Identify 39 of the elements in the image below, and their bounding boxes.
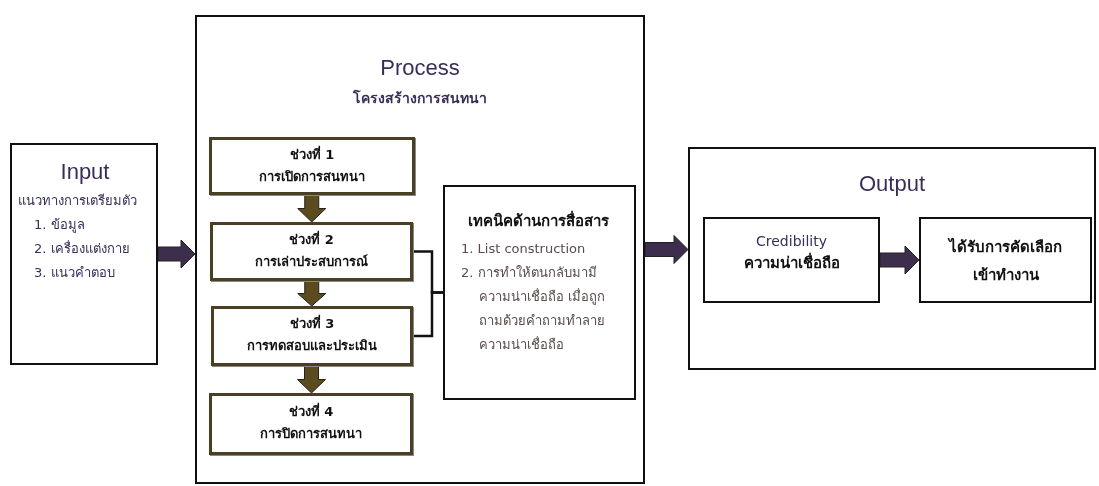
step-box xyxy=(211,306,413,366)
heading-text: Process xyxy=(379,55,461,81)
list-item: 1. List construction xyxy=(460,240,587,258)
process-box xyxy=(195,15,645,484)
list-item: 2. เครื่องแต่งกาย xyxy=(33,239,131,258)
step-box xyxy=(210,222,413,281)
technique-box xyxy=(443,185,636,400)
step-label: ช่วงที่ 3 xyxy=(288,313,336,333)
result-box xyxy=(919,217,1092,303)
result-box xyxy=(703,217,880,303)
step-label: ช่วงที่ 2 xyxy=(288,229,335,249)
step-label: การเล่าประสบการณ์ xyxy=(254,253,369,271)
heading-text: Output xyxy=(857,171,926,197)
block-arrow xyxy=(297,194,327,223)
block-arrow xyxy=(297,365,326,394)
bracket-line xyxy=(413,291,443,338)
list-item: แนวทางการเตรียมตัว xyxy=(18,192,138,210)
node-label: ได้รับการคัดเลือกเข้าทำงาน xyxy=(947,236,1063,286)
list-item: 1. ข้อมูล xyxy=(33,216,86,235)
step-label: ช่วงที่ 4 xyxy=(287,401,335,421)
subheading-text: โครงสร้างการสนทนา xyxy=(352,88,488,108)
step-label: การปิดการสนทนา xyxy=(259,425,363,443)
block-arrow xyxy=(644,235,689,264)
step-box xyxy=(209,137,415,195)
heading-text: เทคนิคด้านการสื่อสาร xyxy=(467,209,610,232)
node-label: Credibility xyxy=(755,233,828,249)
node-label: ความน่าเชื่อถือ xyxy=(742,251,841,274)
step-label: ช่วงที่ 1 xyxy=(288,144,336,164)
block-arrow xyxy=(297,280,327,307)
step-label: การเปิดการสนทนา xyxy=(258,168,366,186)
heading-text: Input xyxy=(59,159,111,185)
block-arrow xyxy=(157,239,196,269)
block-arrow xyxy=(879,245,920,275)
input-box xyxy=(10,143,158,365)
output-box xyxy=(688,147,1096,370)
list-item: 2. การทำให้ตนกลับมามีความน่าเชื่อถือ เมื่อถูกถามด้วยคำถามทำลายความน่าเชื่อถือ xyxy=(460,264,607,354)
step-label: การทดสอบและประเมิน xyxy=(246,337,378,355)
list-item: 3. แนวคำตอบ xyxy=(33,264,116,282)
step-box xyxy=(209,393,413,455)
